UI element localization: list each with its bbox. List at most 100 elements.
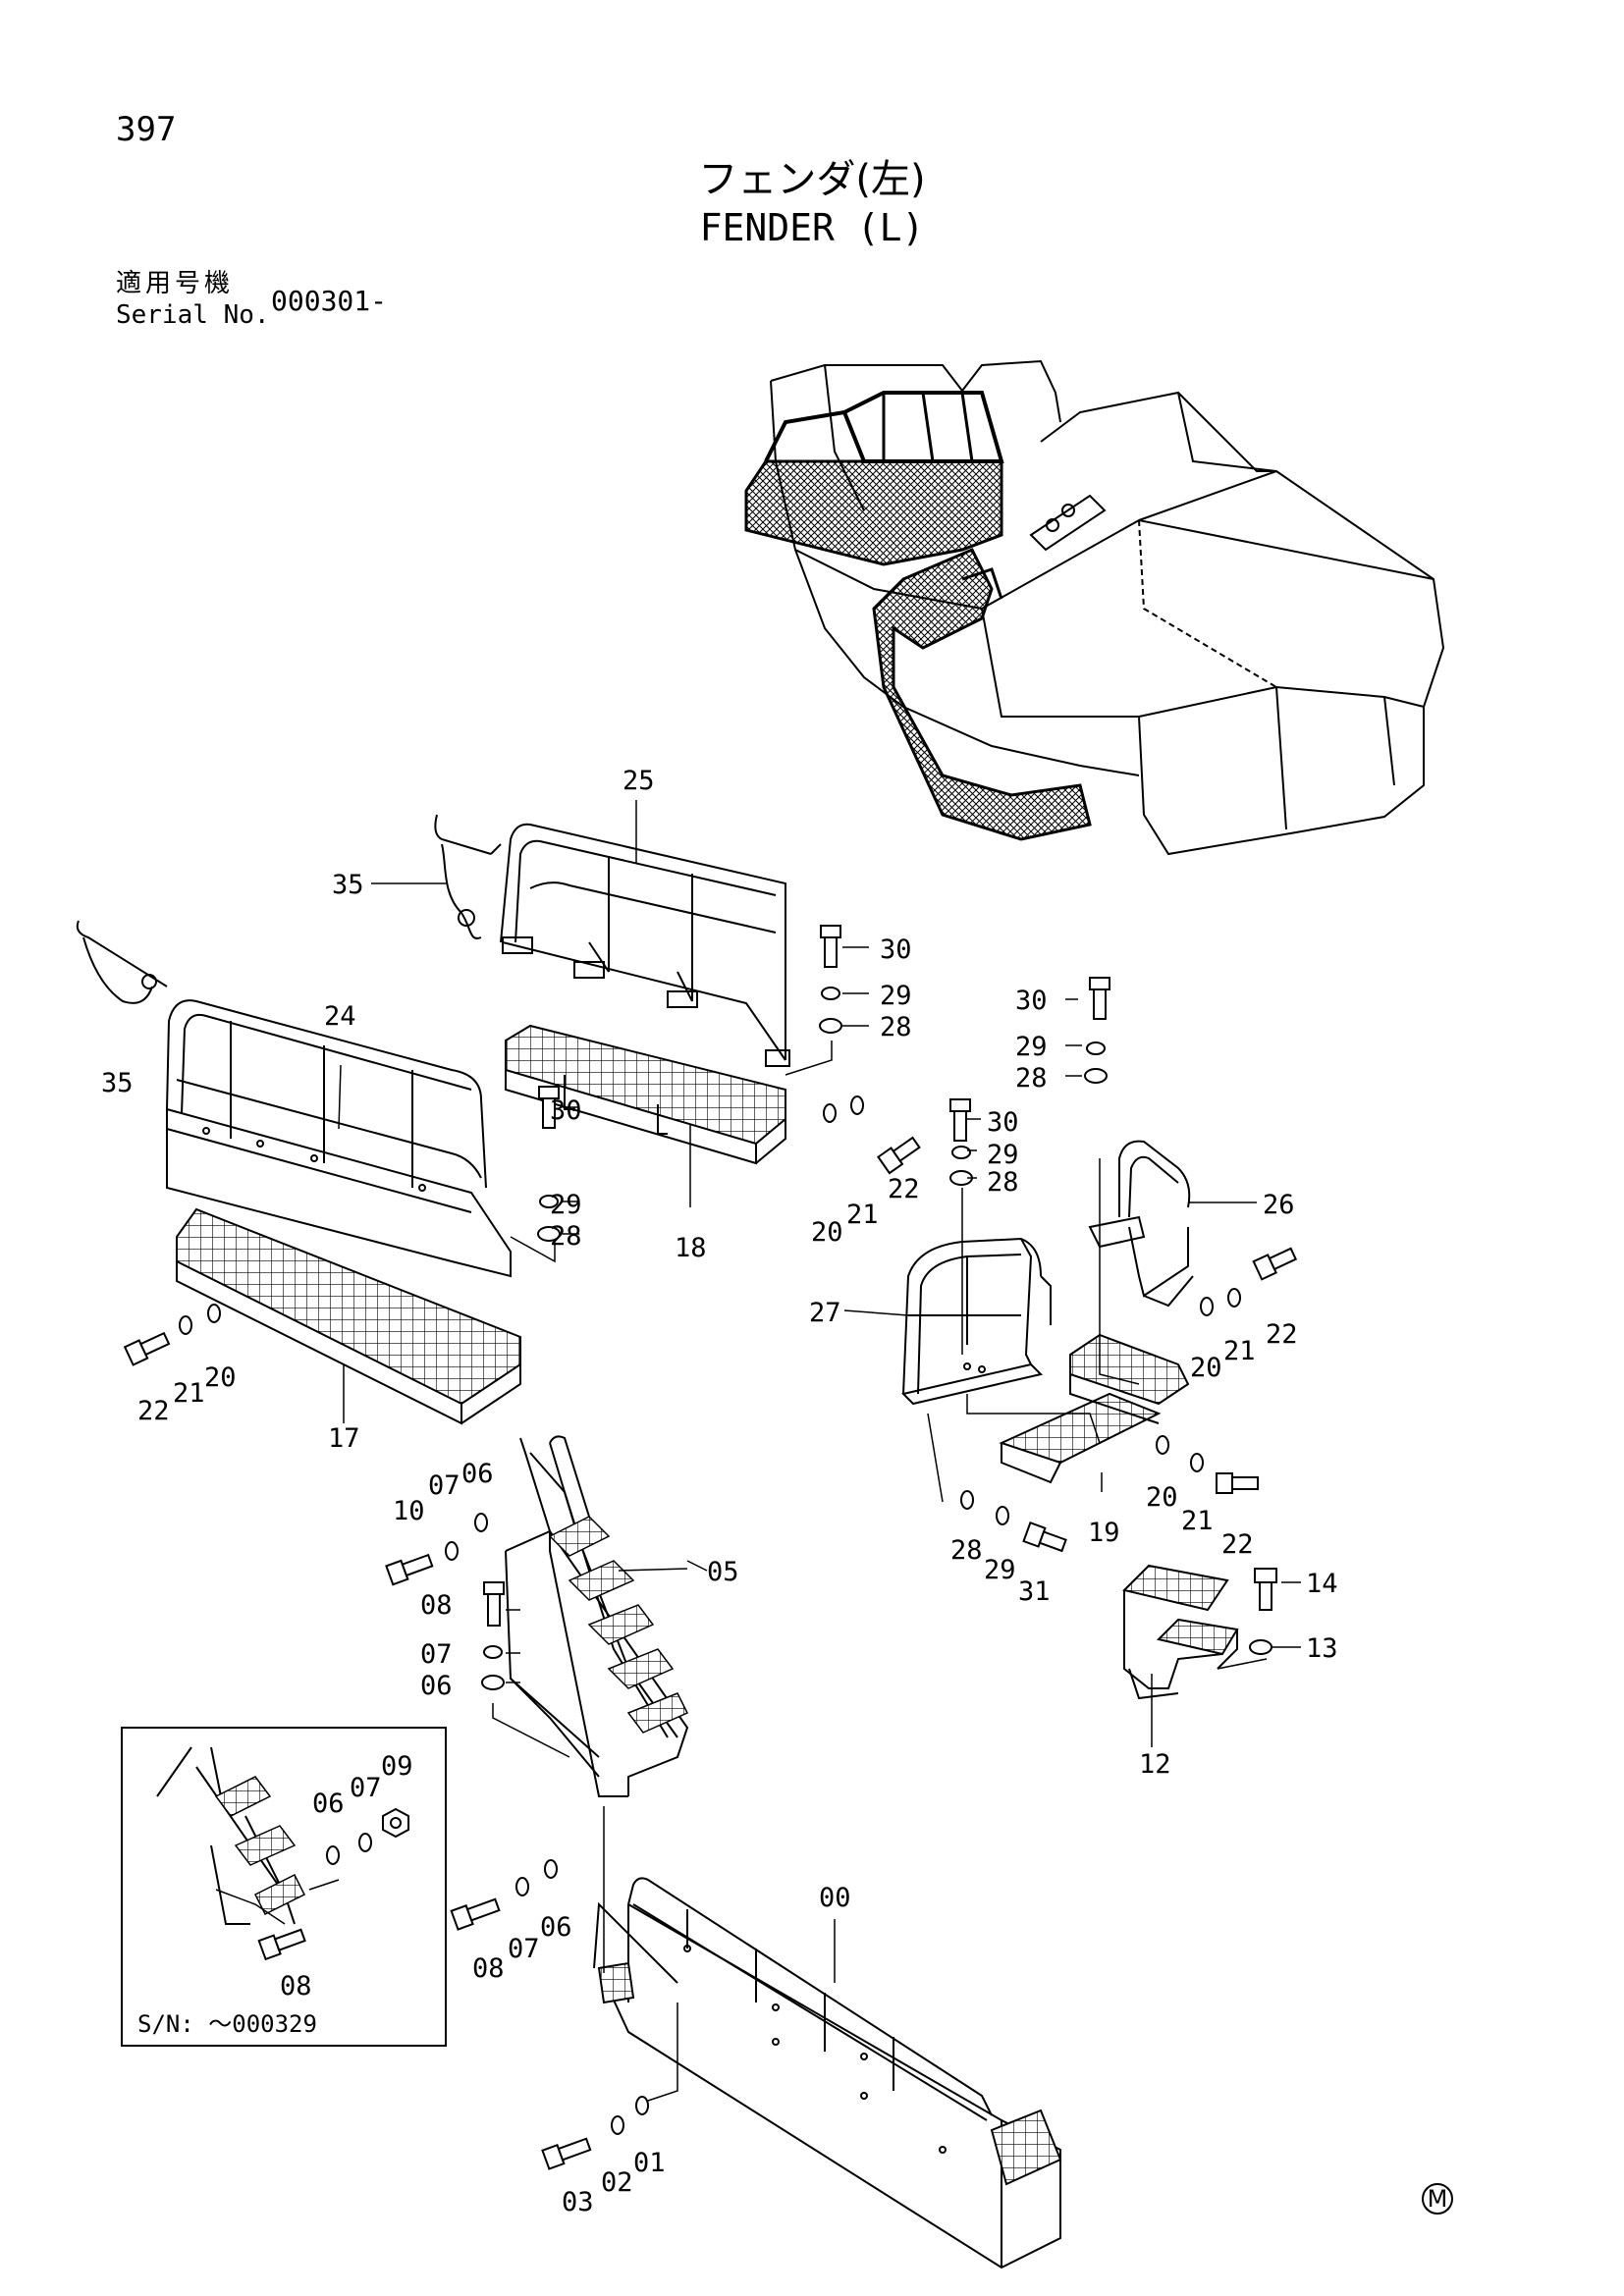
- footer-mark-letter: M: [1428, 2185, 1448, 2213]
- bolt-icon-30d: [949, 1098, 971, 1142]
- callout-21: 21: [173, 1378, 205, 1409]
- callout-20: 20: [204, 1362, 237, 1393]
- callout-20: 20: [811, 1217, 843, 1248]
- callout-29: 29: [1015, 1032, 1048, 1062]
- callout-08: 08: [280, 1971, 312, 2002]
- callout-05: 05: [707, 1557, 739, 1587]
- part-05-ladder: [505, 1435, 689, 1797]
- bolt-icon-31: [1022, 1521, 1067, 1553]
- callout-06: 06: [420, 1671, 453, 1701]
- part-26-handrail: [1088, 1140, 1194, 1308]
- callout-02: 02: [601, 2167, 633, 2198]
- callout-06: 06: [540, 1912, 572, 1943]
- bolt-icon-08b: [257, 1928, 306, 1961]
- callout-07: 07: [508, 1934, 540, 1964]
- callout-29: 29: [550, 1190, 582, 1220]
- callout-35: 35: [101, 1068, 134, 1098]
- part-17-step-lower: [176, 1207, 521, 1425]
- page-number: 397: [116, 110, 177, 149]
- bolt-icon-22d: [1216, 1472, 1259, 1494]
- callout-30: 30: [1015, 986, 1048, 1016]
- serial-label-japanese: 適用号機: [116, 269, 235, 298]
- callout-28: 28: [950, 1535, 983, 1566]
- washer-icons: [179, 987, 1272, 2135]
- callout-22: 22: [1266, 1319, 1298, 1350]
- callout-26: 26: [1263, 1190, 1295, 1220]
- callout-28: 28: [1015, 1063, 1048, 1094]
- callout-00: 00: [819, 1883, 851, 1913]
- machine-walkway-highlight: [744, 391, 1092, 841]
- callout-31: 31: [1018, 1576, 1051, 1607]
- callout-29: 29: [880, 981, 912, 1011]
- inset-serial-note: S/N: ～000329: [137, 2010, 317, 2038]
- fastener-glyphs: [123, 925, 1298, 2170]
- bolt-icon-30c: [538, 1086, 560, 1129]
- callout-21: 21: [1181, 1506, 1214, 1536]
- callout-22: 22: [888, 1174, 920, 1204]
- callout-21: 21: [1223, 1336, 1256, 1366]
- footer-mark: M: [1422, 2183, 1453, 2215]
- part-19-step: [999, 1333, 1190, 1484]
- bolt-icon-22b: [1252, 1247, 1298, 1281]
- callout-29: 29: [987, 1140, 1019, 1170]
- callout-12: 12: [1139, 1749, 1171, 1780]
- bolt-icon-10: [385, 1553, 434, 1586]
- callout-19: 19: [1088, 1518, 1120, 1548]
- part-05-ladder-treads: [548, 1516, 689, 1734]
- callout-28: 28: [880, 1012, 912, 1042]
- serial-label-english: Serial No.: [116, 300, 270, 330]
- callout-14: 14: [1306, 1569, 1338, 1599]
- callout-10: 10: [393, 1496, 425, 1526]
- circled-mark-icon: [1422, 2183, 1453, 2215]
- callout-24: 24: [324, 1001, 356, 1032]
- part-35-chain-upper: [434, 814, 502, 939]
- part-25-handrail: [500, 823, 790, 1067]
- serial-number-value: 000301-: [271, 285, 388, 317]
- title-english: FENDER (L): [699, 206, 925, 249]
- callout-20: 20: [1146, 1482, 1178, 1513]
- callout-09: 09: [381, 1751, 413, 1782]
- callout-01: 01: [633, 2148, 666, 2178]
- callout-35: 35: [332, 870, 364, 900]
- callout-29: 29: [984, 1555, 1016, 1585]
- callout-22: 22: [137, 1396, 170, 1426]
- callout-28: 28: [987, 1167, 1019, 1198]
- part-00-step-body: [593, 1877, 1061, 2269]
- bolt-icon-30b: [1089, 977, 1110, 1020]
- callout-08: 08: [472, 1953, 505, 1984]
- part-18-step-upper: [505, 1024, 786, 1165]
- callout-13: 13: [1306, 1633, 1338, 1664]
- callout-25: 25: [623, 766, 655, 796]
- bolt-icon-14: [1254, 1568, 1277, 1611]
- callout-labels: 25 35 35 24 30 29 28 18 30 29 28 20 21 2…: [101, 766, 1338, 2217]
- callout-21: 21: [846, 1200, 879, 1230]
- bolt-icon-03: [541, 2137, 592, 2170]
- part-00-step-tread: [597, 1961, 1062, 2186]
- callout-30: 30: [987, 1107, 1019, 1138]
- callout-30: 30: [550, 1095, 582, 1126]
- inset-detail: S/N: ～000329: [121, 1727, 447, 2047]
- bolt-icon-08c: [450, 1897, 501, 1931]
- part-24-handrail: [166, 999, 512, 1278]
- bolt-icon-08a: [483, 1581, 505, 1627]
- callout-07: 07: [420, 1639, 453, 1670]
- callout-17: 17: [328, 1423, 360, 1454]
- part-27-handrail: [901, 1237, 1052, 1406]
- callout-18: 18: [675, 1233, 707, 1263]
- part-12-step-bracket: [1122, 1564, 1239, 1700]
- callout-03: 03: [562, 2187, 594, 2217]
- bolt-icon-22a: [877, 1136, 921, 1175]
- bolt-icon-30a: [820, 925, 841, 968]
- bolt-icon-22c: [123, 1331, 171, 1366]
- nut-icon-09: [382, 1807, 409, 1839]
- callout-07: 07: [428, 1470, 460, 1501]
- callout-22: 22: [1221, 1529, 1254, 1560]
- callout-27: 27: [809, 1298, 841, 1328]
- leader-lines: [215, 800, 1301, 2102]
- callout-07: 07: [350, 1773, 382, 1803]
- callout-06: 06: [312, 1789, 345, 1819]
- part-35-chain-lower: [76, 920, 168, 1004]
- callout-08: 08: [420, 1590, 453, 1621]
- callout-28: 28: [550, 1221, 582, 1252]
